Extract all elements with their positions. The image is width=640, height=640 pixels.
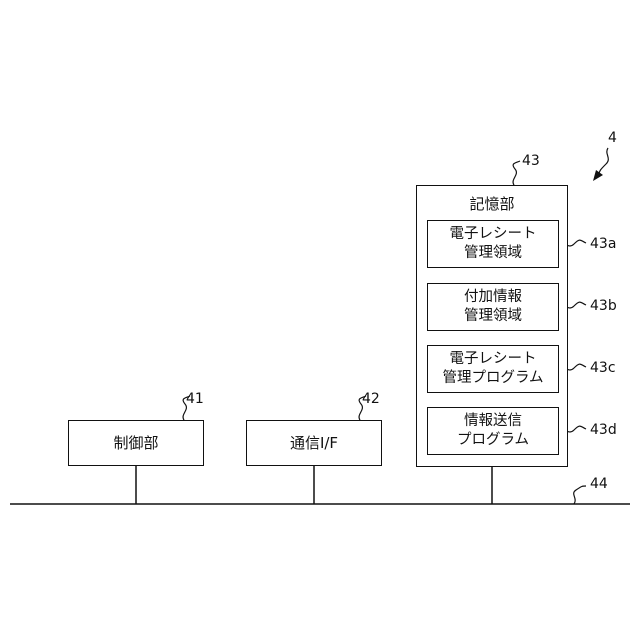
storage-area-info-send-program: 情報送信 プログラム xyxy=(427,407,559,455)
figure-ref: 4 xyxy=(608,130,617,146)
storage-area-additional-info: 付加情報 管理領域 xyxy=(427,283,559,331)
area-line: 管理領域 xyxy=(464,244,522,263)
storage-area-receipt-management: 電子レシート 管理領域 xyxy=(427,220,559,268)
area-ref-43a: 43a xyxy=(590,236,616,252)
area-ref-43c: 43c xyxy=(590,360,616,376)
controller-ref: 41 xyxy=(186,391,204,407)
area-line: 情報送信 xyxy=(464,412,522,431)
figure-ref-arrow xyxy=(598,148,608,176)
leader-44 xyxy=(574,486,586,504)
area-line: 管理領域 xyxy=(464,307,522,326)
controller-box: 制御部 xyxy=(68,420,204,466)
bus-ref: 44 xyxy=(590,476,608,492)
comm-if-box: 通信I/F xyxy=(246,420,382,466)
area-line: 電子レシート xyxy=(450,350,537,369)
leader-43 xyxy=(513,161,520,185)
comm-if-ref: 42 xyxy=(362,391,380,407)
area-line: プログラム xyxy=(457,431,529,450)
area-line: 付加情報 xyxy=(464,288,522,307)
area-ref-43b: 43b xyxy=(590,298,617,314)
storage-ref: 43 xyxy=(522,153,540,169)
area-line: 電子レシート xyxy=(450,225,537,244)
storage-area-receipt-program: 電子レシート 管理プログラム xyxy=(427,345,559,393)
comm-if-label: 通信I/F xyxy=(290,433,338,453)
area-line: 管理プログラム xyxy=(442,369,543,388)
controller-label: 制御部 xyxy=(113,433,158,453)
figure-ref-arrowhead xyxy=(593,170,603,181)
area-ref-43d: 43d xyxy=(590,422,617,438)
storage-label: 記憶部 xyxy=(417,194,567,214)
storage-box: 記憶部 電子レシート 管理領域 付加情報 管理領域 電子レシート 管理プログラム… xyxy=(416,185,568,467)
